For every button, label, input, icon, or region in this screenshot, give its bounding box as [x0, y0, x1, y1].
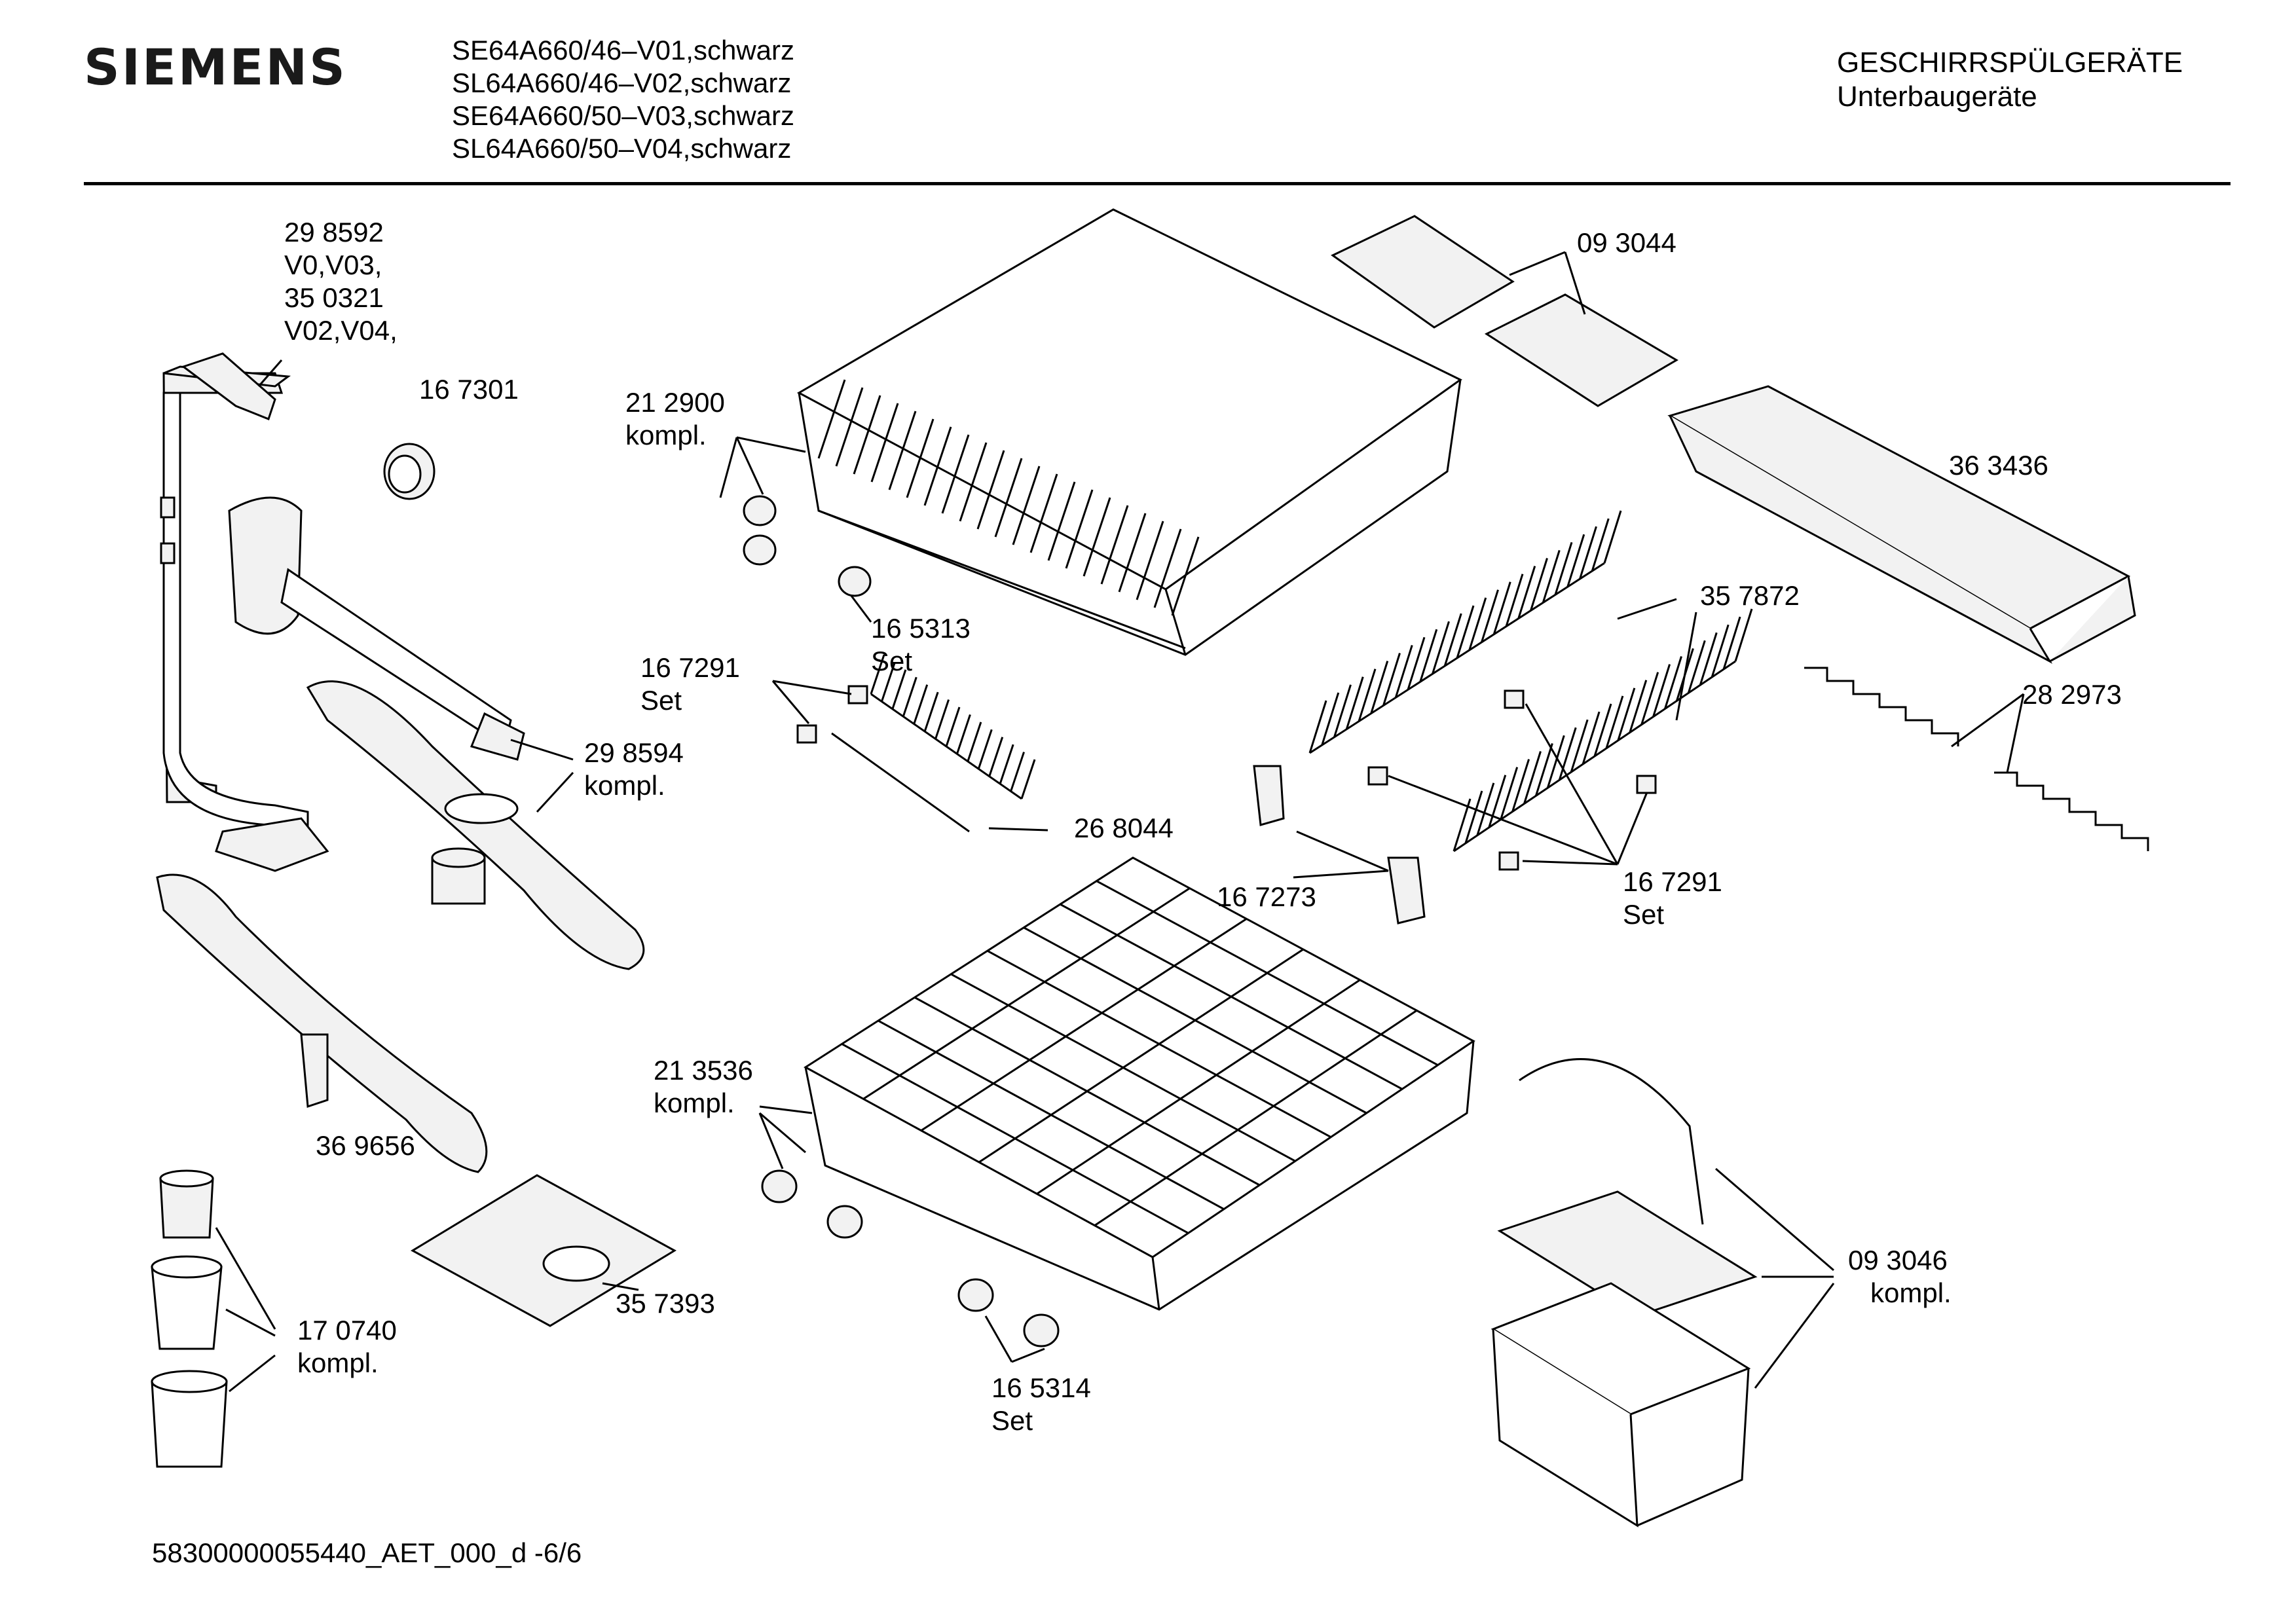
- upper-basket-rollers: [743, 495, 872, 597]
- part-label-167273: 16 7273: [1217, 881, 1316, 913]
- model-line: SL64A660/46–V02,schwarz: [452, 67, 792, 98]
- part-note: V02,V04,: [284, 315, 398, 346]
- model-line: SL64A660/50–V04,schwarz: [452, 133, 792, 164]
- part-number: 16 7291: [1623, 866, 1722, 897]
- part-number: 21 3536: [654, 1055, 753, 1086]
- header-divider: [84, 182, 2231, 185]
- part-label-167301: 16 7301: [419, 373, 519, 406]
- part-note: Set: [871, 646, 913, 676]
- lower-spray-arm-369656: [156, 873, 488, 1173]
- part-number: 36 3436: [1949, 450, 2048, 481]
- cup-rack-093044: [1331, 215, 1678, 407]
- part-label-212900: 21 2900 kompl.: [625, 386, 725, 452]
- part-number: 16 5313: [871, 613, 971, 644]
- upper-basket: [796, 208, 1462, 656]
- part-note: kompl.: [654, 1088, 735, 1118]
- part-number: 36 9656: [316, 1130, 415, 1161]
- part-note: kompl.: [625, 420, 707, 450]
- part-number: 17 0740: [297, 1315, 397, 1346]
- part-number: 35 7872: [1700, 580, 1800, 611]
- brand-logo: SIEMENS: [84, 38, 347, 96]
- part-label-093046: 09 3046 kompl.: [1848, 1244, 1952, 1310]
- model-line: SE64A660/46–V01,schwarz: [452, 35, 795, 65]
- part-note: V0,V03,: [284, 249, 382, 280]
- part-label-165314: 16 5314 Set: [991, 1372, 1091, 1437]
- part-number: 16 7273: [1217, 881, 1316, 912]
- part-note: Set: [640, 685, 682, 716]
- filter-cap-167301: [383, 443, 435, 500]
- model-list: SE64A660/46–V01,schwarz SL64A660/46–V02,…: [452, 34, 794, 165]
- part-note: kompl.: [584, 770, 665, 801]
- upper-spray-arm-298594: [306, 680, 645, 970]
- part-number: 16 7301: [419, 374, 519, 405]
- part-label-298592: 29 8592 V0,V03, 35 0321 V02,V04,: [284, 216, 398, 347]
- part-note: kompl.: [297, 1347, 379, 1378]
- model-line: SE64A660/50–V03,schwarz: [452, 100, 795, 131]
- stair-racks-282973: [1804, 667, 2149, 851]
- part-number: 09 3044: [1577, 227, 1676, 258]
- part-label-167291-set-right: 16 7291 Set: [1623, 866, 1722, 931]
- part-label-363436: 36 3436: [1949, 449, 2048, 482]
- part-number: 29 8594: [584, 737, 684, 768]
- part-label-369656: 36 9656: [316, 1129, 415, 1162]
- part-number: 16 7291: [640, 652, 740, 683]
- part-label-357393: 35 7393: [616, 1287, 715, 1320]
- part-number: 16 5314: [991, 1372, 1091, 1403]
- part-label-165313: 16 5313 Set: [871, 612, 971, 678]
- tine-row-268044: [831, 654, 1036, 833]
- part-number: 35 0321: [284, 282, 384, 313]
- clips-167291: [796, 685, 1657, 871]
- cutlery-tray-363436: [1667, 385, 2136, 664]
- cutlery-basket-093046: [1491, 1058, 1758, 1528]
- part-number: 28 2973: [2022, 679, 2122, 710]
- tine-row-357872-lower: [1453, 608, 1753, 852]
- part-label-170740: 17 0740 kompl.: [297, 1314, 397, 1380]
- part-note: Set: [991, 1405, 1033, 1436]
- part-number: 26 8044: [1074, 813, 1174, 843]
- part-label-282973: 28 2973: [2022, 678, 2122, 711]
- filter-set-170740: [151, 1169, 228, 1468]
- upper-spray-feed: [228, 496, 525, 761]
- part-number: 29 8592: [284, 217, 384, 247]
- category-main: GESCHIRRSPÜLGERÄTE: [1837, 46, 2183, 79]
- part-number: 09 3046: [1848, 1245, 1948, 1275]
- category-title: GESCHIRRSPÜLGERÄTE Unterbaugeräte: [1837, 46, 2183, 114]
- part-label-093044: 09 3044: [1577, 227, 1676, 259]
- part-label-268044: 26 8044: [1074, 812, 1174, 845]
- lower-basket-rollers: [761, 1169, 1060, 1347]
- pipe-top-connector: [181, 352, 276, 420]
- leader-lines: [215, 251, 2025, 1393]
- part-label-298594: 29 8594 kompl.: [584, 737, 684, 802]
- part-note: kompl.: [1870, 1277, 1952, 1308]
- category-sub: Unterbaugeräte: [1837, 81, 2037, 113]
- part-note: Set: [1623, 899, 1665, 930]
- part-label-167291-set-left: 16 7291 Set: [640, 651, 740, 717]
- part-number: 21 2900: [625, 387, 725, 418]
- document-code: 58300000055440_AET_000_d -6/6: [152, 1537, 582, 1568]
- tine-row-357872-upper: [1308, 510, 1622, 754]
- lower-basket: [804, 856, 1475, 1311]
- part-label-357872: 35 7872: [1700, 579, 1800, 612]
- part-number: 35 7393: [616, 1288, 715, 1319]
- sieve-plate-357393: [410, 1174, 677, 1327]
- part-label-213536: 21 3536 kompl.: [654, 1054, 753, 1120]
- brackets-167273: [1253, 765, 1426, 925]
